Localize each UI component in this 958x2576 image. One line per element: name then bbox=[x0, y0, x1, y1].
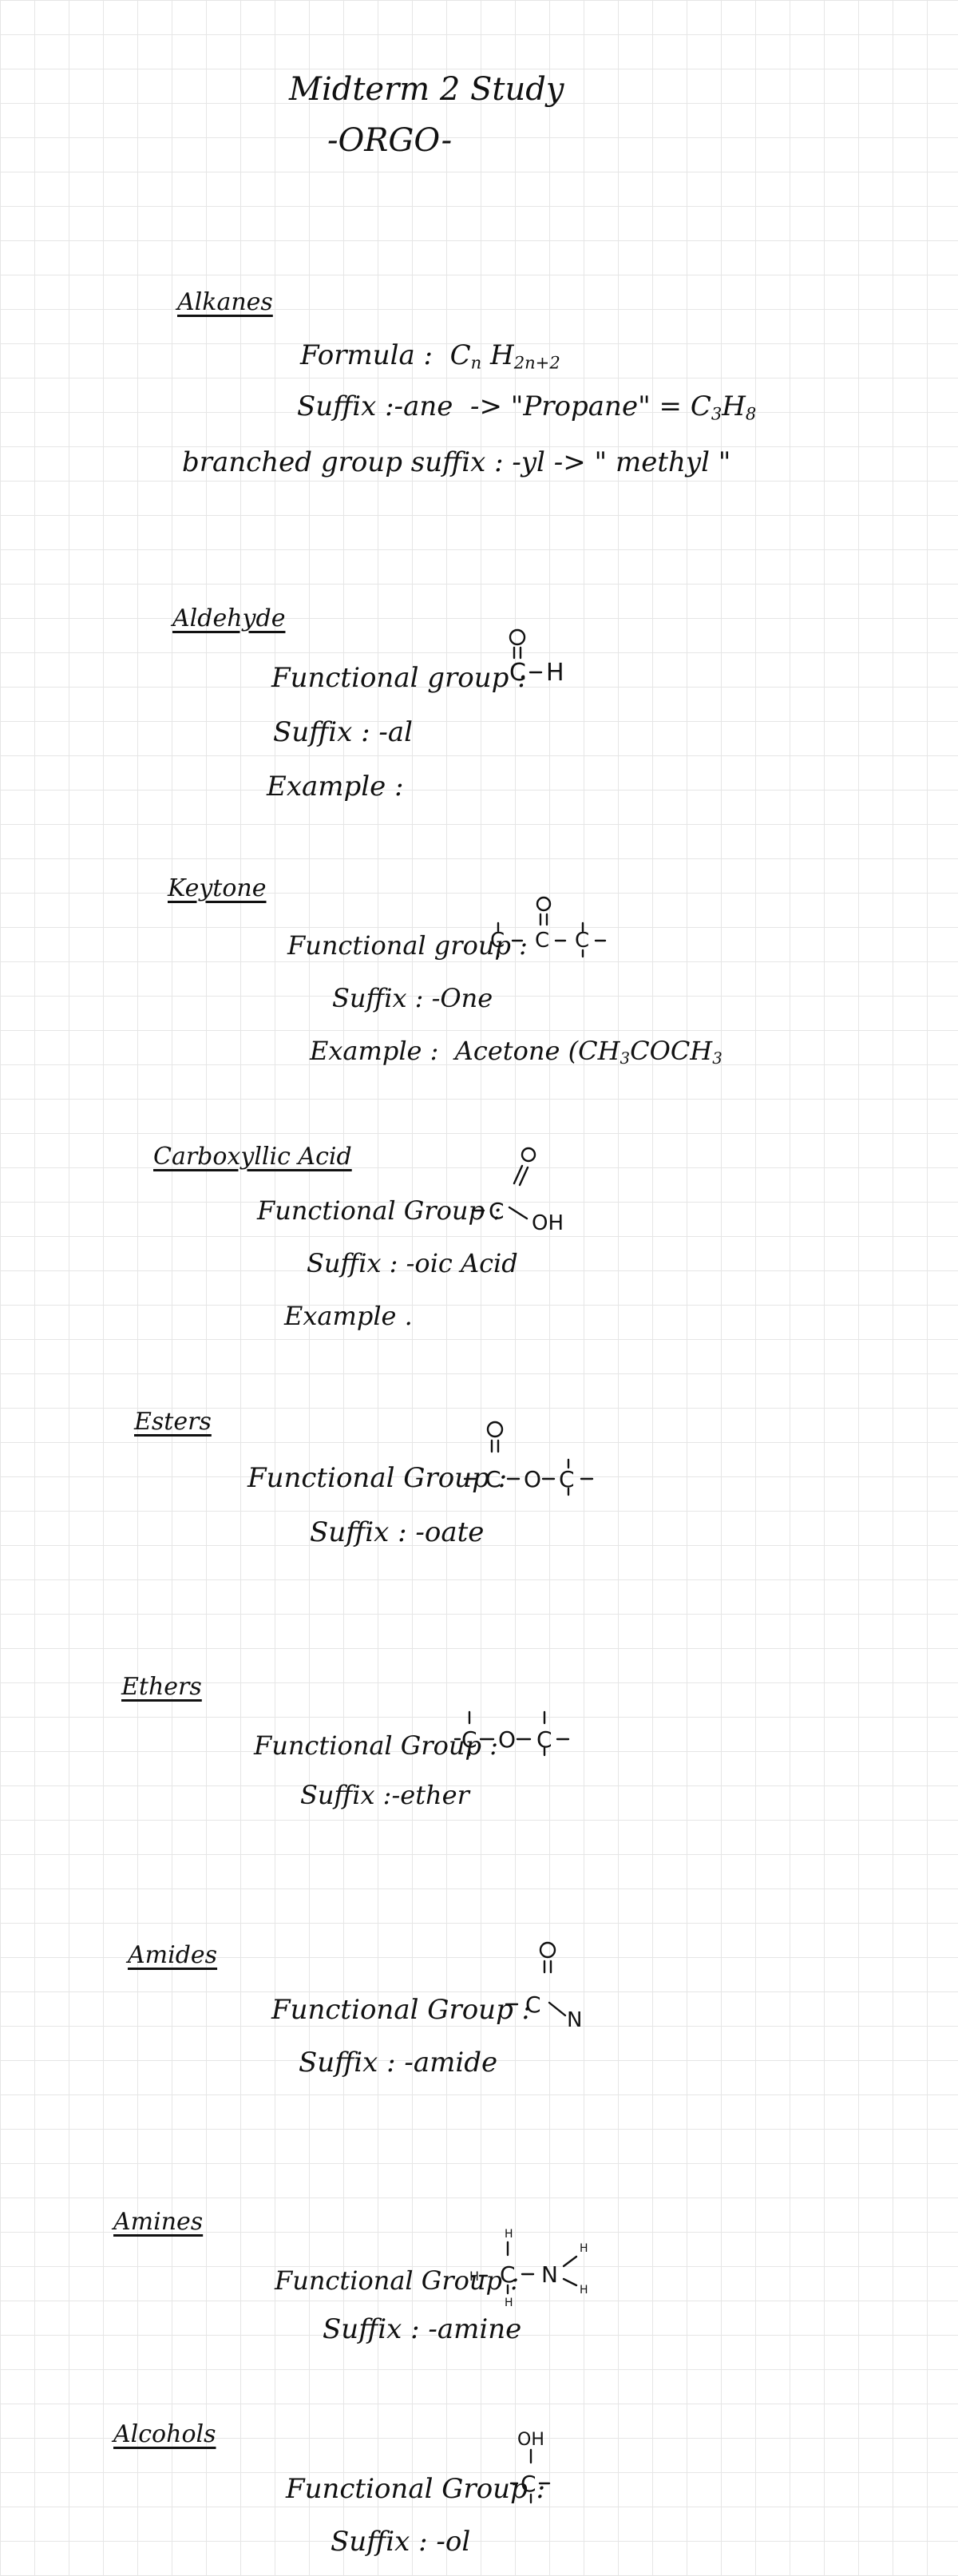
alkanes-suffix: -ane bbox=[394, 390, 453, 422]
carbon-atom-left: C bbox=[490, 929, 505, 953]
ketone-suffix-label: Suffix : bbox=[332, 983, 424, 1013]
alcohols-suffix: -ol bbox=[436, 2526, 471, 2558]
ethers-suffix-row: Suffix :-ether bbox=[300, 1782, 469, 1808]
page-subtitle: -ORGO- bbox=[327, 122, 453, 159]
nitrogen-atom: N bbox=[541, 2261, 558, 2288]
carboxylic-acid-suffix-row: Suffix : -oic Acid bbox=[307, 1250, 518, 1276]
esters-heading: Esters bbox=[134, 1408, 212, 1436]
carbon-atom: C bbox=[525, 1991, 541, 2018]
aldehyde-suffix-row: Suffix : -al bbox=[273, 719, 413, 746]
alkanes-suffix-row: Suffix :-ane -> "Propane" = C3H8 bbox=[297, 393, 756, 422]
alkanes-branch-example: -> " methyl " bbox=[553, 446, 731, 478]
ketone-group-label: Functional group : bbox=[287, 930, 528, 961]
carboxylic-acid-suffix-label: Suffix : bbox=[307, 1248, 398, 1278]
amines-functional-group-diagram: H H C H N H H bbox=[469, 2228, 588, 2309]
amines-heading: Amines bbox=[113, 2208, 204, 2236]
amines-group-label: Functional Group : bbox=[275, 2265, 519, 2296]
amines-suffix-label: Suffix : bbox=[323, 2313, 420, 2345]
carbonyl-oxygen-mark bbox=[486, 1421, 504, 1438]
ester-oxygen-atom: O bbox=[524, 1466, 541, 1492]
amides-suffix-row: Suffix : -amide bbox=[299, 2049, 497, 2076]
carbonyl-oxygen-mark bbox=[536, 896, 552, 912]
esters-suffix-row: Suffix : -oate bbox=[310, 1519, 484, 1546]
hydrogen-atom-left: H bbox=[469, 2269, 479, 2284]
amides-functional-group-diagram: C N bbox=[505, 1941, 582, 2032]
carbon-atom-center: C bbox=[535, 929, 549, 953]
ketone-example-label: Example : bbox=[310, 1036, 439, 1066]
carbonyl-oxygen-mark bbox=[509, 628, 526, 646]
aldehyde-suffix-label: Suffix : bbox=[273, 716, 370, 748]
esters-group-label: Functional Group : bbox=[247, 1462, 508, 1494]
ethers-suffix-label: Suffix : bbox=[300, 1780, 392, 1810]
carbon-atom: C bbox=[559, 1466, 575, 1492]
page-title: Midterm 2 Study bbox=[289, 71, 564, 108]
esters-suffix: -oate bbox=[415, 1516, 485, 1548]
ketone-example-row: Example : Acetone (CH3COCH3 bbox=[310, 1038, 722, 1067]
ethers-heading: Ethers bbox=[121, 1673, 202, 1701]
carboxylic-acid-heading: Carboxyllic Acid bbox=[153, 1143, 352, 1171]
esters-functional-group-diagram: C O C bbox=[463, 1421, 594, 1496]
aldehyde-suffix: -al bbox=[378, 716, 414, 748]
alkanes-suffix-label: Suffix : bbox=[297, 390, 394, 422]
ketone-example: Acetone (CH3COCH3 bbox=[446, 1036, 722, 1068]
alkanes-formula-label: Formula : bbox=[300, 339, 433, 371]
alcohols-functional-group-diagram: OH C bbox=[509, 2430, 551, 2504]
alcohols-heading: Alcohols bbox=[113, 2420, 216, 2448]
carboxylic-acid-suffix: -oic Acid bbox=[406, 1248, 518, 1278]
ketone-suffix-row: Suffix : -One bbox=[332, 985, 493, 1011]
amides-suffix-label: Suffix : bbox=[299, 2047, 396, 2079]
nitrogen-atom: N bbox=[567, 2008, 582, 2032]
alkanes-formula: Cn H2n+2 bbox=[441, 339, 560, 373]
carbon-atom: C bbox=[489, 1198, 505, 1224]
hydroxyl-group: OH bbox=[532, 1211, 564, 1235]
alkanes-branch-label: branched group suffix : bbox=[182, 446, 504, 478]
carbon-atom: C bbox=[521, 2471, 536, 2497]
hydrogen-atom-top: H bbox=[505, 2228, 513, 2241]
aldehyde-group-label: Functional group : bbox=[271, 662, 527, 694]
aldehyde-example-label: Example : bbox=[267, 771, 404, 803]
alcohols-suffix-label: Suffix : bbox=[331, 2526, 428, 2558]
alkanes-branch-row: branched group suffix : -yl -> " methyl … bbox=[182, 449, 730, 476]
carbonyl-carbon-atom: C bbox=[485, 1466, 501, 1492]
hydrogen-atom: H bbox=[546, 659, 564, 687]
aldehyde-heading: Aldehyde bbox=[172, 604, 286, 632]
ethers-group-label: Functional Group : bbox=[254, 1730, 498, 1761]
ketone-functional-group-diagram: C C C bbox=[490, 896, 607, 958]
ethers-functional-group-diagram: C O C bbox=[453, 1710, 570, 1757]
carbonyl-oxygen-mark bbox=[521, 1147, 536, 1163]
esters-suffix-label: Suffix : bbox=[310, 1516, 407, 1548]
hydrogen-atom-bottom: H bbox=[505, 2297, 513, 2309]
amides-group-label: Functional Group : bbox=[271, 1994, 532, 2026]
hydrogen-atom-n-bottom: H bbox=[580, 2284, 588, 2297]
carbon-atom-left: C bbox=[461, 1726, 477, 1753]
alkanes-suffix-example: -> "Propane" = C3H8 bbox=[461, 390, 757, 424]
alkanes-branch-suffix: -yl bbox=[512, 446, 545, 478]
alkanes-formula-row: Formula : Cn H2n+2 bbox=[300, 342, 560, 371]
carbonyl-oxygen-mark bbox=[539, 1941, 556, 1959]
amides-heading: Amides bbox=[128, 1941, 218, 1969]
carbon-atom-right: C bbox=[536, 1726, 552, 1753]
alkanes-heading: Alkanes bbox=[177, 288, 273, 316]
amines-suffix-row: Suffix : -amine bbox=[323, 2316, 521, 2343]
carbon-atom: C bbox=[509, 659, 526, 687]
ketone-heading: Keytone bbox=[168, 874, 267, 902]
carboxylic-acid-example-label: Example . bbox=[284, 1301, 413, 1331]
carbon-atom-right: C bbox=[575, 929, 589, 953]
amines-suffix: -amine bbox=[428, 2313, 522, 2345]
amides-suffix: -amide bbox=[404, 2047, 498, 2079]
alcohols-group-label: Functional Group : bbox=[286, 2473, 546, 2505]
ethers-suffix: -ether bbox=[391, 1780, 469, 1810]
ketone-suffix: -One bbox=[431, 983, 493, 1013]
carboxylic-acid-group-label: Functional Group : bbox=[257, 1195, 501, 1226]
ether-oxygen-atom: O bbox=[498, 1726, 516, 1753]
carboxylic-acid-functional-group-diagram: C OH bbox=[471, 1147, 564, 1235]
alcohols-suffix-row: Suffix : -ol bbox=[331, 2528, 470, 2555]
hydroxyl-group: OH bbox=[517, 2430, 544, 2450]
carbon-atom: C bbox=[500, 2261, 516, 2288]
hydrogen-atom-n-top: H bbox=[580, 2242, 588, 2255]
aldehyde-functional-group-diagram: C H bbox=[509, 628, 564, 687]
